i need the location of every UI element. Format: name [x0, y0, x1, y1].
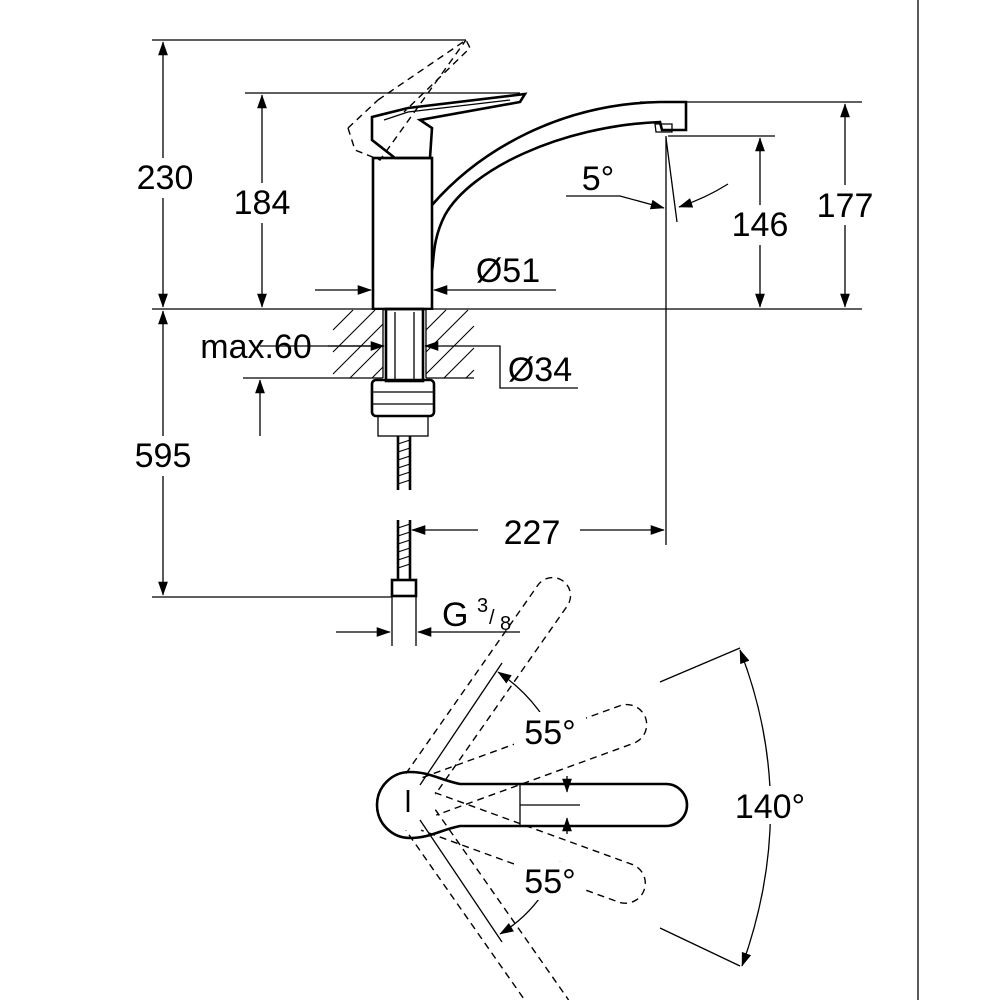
- countertop-section-right: [425, 309, 475, 379]
- dim-label-bg: [725, 786, 821, 824]
- dim-label-g38: G: [442, 596, 468, 634]
- dim-label-184: 184: [234, 184, 291, 222]
- faucet-handle: [370, 92, 528, 160]
- handle-raised-outline: [347, 39, 467, 161]
- dim-label-177: 177: [817, 187, 874, 225]
- radial-line-upper-right: [659, 647, 741, 683]
- handle-edge: [383, 99, 511, 121]
- radial-line-lower-right: [659, 927, 741, 967]
- dim-label-bg: [224, 183, 300, 223]
- dim-label-bg: [125, 436, 201, 476]
- handle-top-view: [375, 770, 689, 840]
- dim-label-230: 230: [137, 159, 194, 197]
- dim-label-max60: max.60: [200, 328, 312, 366]
- dim-label-bg: [514, 712, 586, 750]
- d34-leader: [490, 345, 578, 389]
- spout-aerator: [654, 123, 673, 133]
- dim-label-d51: Ø51: [476, 252, 540, 290]
- dim-label-angle-lower: 55°: [524, 863, 575, 901]
- radial-line-lower: [419, 819, 503, 943]
- dim-label-angle-total: 140°: [735, 788, 805, 826]
- radial-line-upper: [419, 662, 503, 786]
- dim-label-bg: [722, 205, 798, 245]
- dim-label-bg: [125, 158, 201, 198]
- dim-label-146: 146: [732, 206, 789, 244]
- hose-connector: [390, 578, 418, 598]
- connection-numerator: 3: [477, 595, 488, 617]
- side-view: 230 184 177 146 595: [125, 38, 885, 646]
- handle-left-rotated-upper: [405, 576, 572, 795]
- nut-base: [377, 415, 429, 437]
- dim-label-bg: [514, 862, 586, 900]
- connection-denominator: 8: [500, 613, 511, 635]
- handle-raised-outline: [377, 38, 471, 113]
- angle-leader-right: [678, 183, 729, 208]
- countertop-section-left: [332, 309, 384, 379]
- connection-slash: /: [489, 607, 495, 629]
- spout-angle-line: [665, 137, 678, 223]
- mounting-nut: [370, 378, 436, 418]
- dim-label-bg: [805, 185, 885, 225]
- dim-label-595: 595: [135, 437, 192, 475]
- handle-right-rotated-upper: [422, 703, 648, 816]
- dim-label-angle-upper: 55°: [524, 714, 575, 752]
- dim-label-227: 227: [504, 514, 561, 552]
- dim-label-d34: Ø34: [508, 351, 572, 389]
- top-view: 55° 55° 140°: [375, 576, 821, 1000]
- angle-leader-left: [566, 195, 665, 210]
- handle-raised-outline: [347, 99, 379, 129]
- faucet-body: [371, 156, 434, 311]
- connection-prefix: G: [442, 596, 468, 634]
- dim-label-5deg: 5°: [582, 160, 615, 198]
- handle-right-rotated-lower: [420, 791, 646, 904]
- flexible-hose: [396, 436, 412, 580]
- mounting-shank: [384, 307, 425, 383]
- faucet-spout: [430, 100, 688, 271]
